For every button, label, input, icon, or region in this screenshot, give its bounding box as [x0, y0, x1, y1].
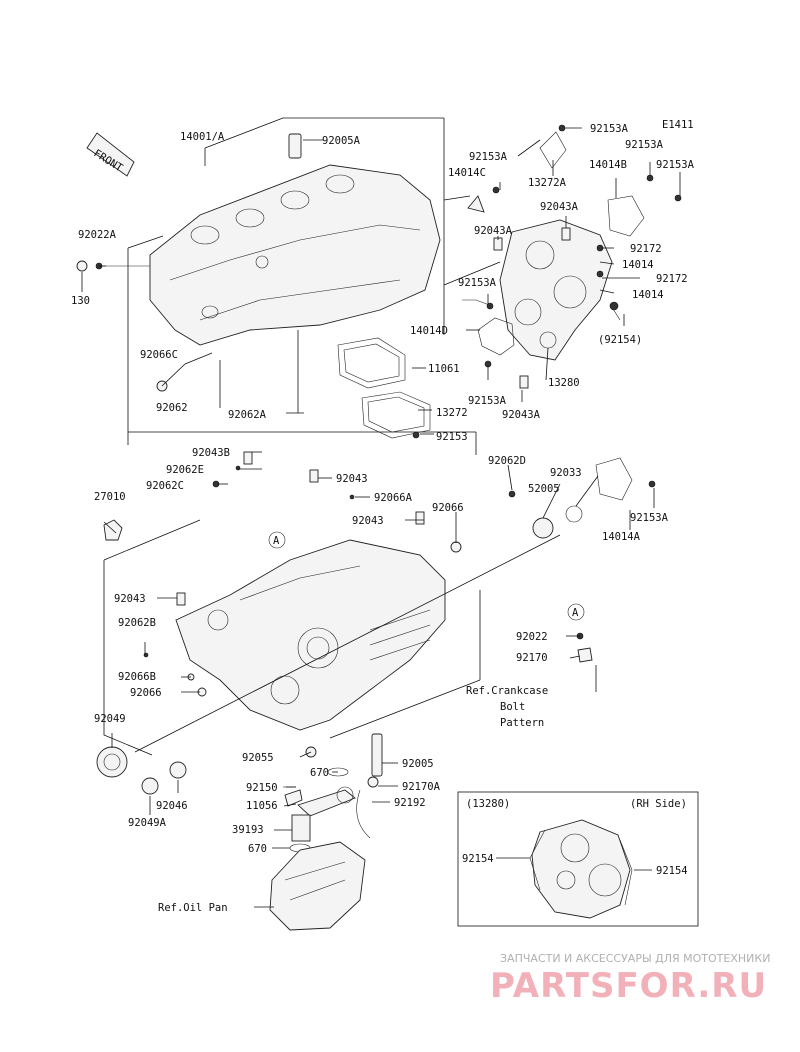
part-label: 11061 [428, 363, 460, 375]
oil-pan [269, 841, 366, 931]
lower-crankcase-group [96, 432, 656, 795]
part-label: 92062D [488, 455, 526, 467]
part-label: 92153A [590, 123, 629, 135]
crankcase-bolt-note: Ref.Crankcase [466, 685, 548, 697]
part-label: 92049A [128, 817, 167, 829]
cylinder-bore-1 [190, 225, 220, 245]
diagram-ref-code: E1411 [662, 119, 694, 131]
part-label: 27010 [94, 491, 126, 503]
part-label: 92022A [78, 229, 117, 241]
part-label: 92170 [516, 652, 548, 664]
part-label: 14014B [589, 159, 627, 171]
part-label: 92172 [630, 243, 662, 255]
part-label: 92154 [656, 865, 688, 877]
part-label: 11056 [246, 800, 278, 812]
part-label: 52005 [528, 483, 560, 495]
upper-crankcase [149, 164, 441, 346]
part-label: 92153A [656, 159, 695, 171]
part-label: 92043A [502, 409, 541, 421]
crankcase-bolt-note: Pattern [500, 717, 544, 729]
callout-a-marker: A [273, 535, 280, 547]
inset-rh-side [457, 791, 699, 927]
oil-screen-gasket-group [337, 337, 431, 439]
cylinder-bore-3 [280, 190, 310, 210]
part-label: 92192 [394, 797, 426, 809]
part-label: 92172 [656, 273, 688, 285]
part-label: 92043 [114, 593, 146, 605]
oil-pipe-group [269, 733, 383, 931]
inset-title-right: (RH Side) [630, 798, 687, 810]
part-label: 14014D [410, 325, 448, 337]
part-label: 92153A [625, 139, 664, 151]
part-label: 92170A [402, 781, 441, 793]
part-label: 130 [71, 295, 90, 307]
part-label: 92066A [374, 492, 413, 504]
part-label: 92005A [322, 135, 361, 147]
part-label: 92150 [246, 782, 278, 794]
part-label: 14014 [622, 259, 654, 271]
part-label: 92022 [516, 631, 548, 643]
upper-crankcase-group [76, 117, 476, 433]
part-label: 14014 [632, 289, 664, 301]
part-label: 92066C [140, 349, 178, 361]
part-label: 92043B [192, 447, 230, 459]
part-label: (92154) [598, 334, 642, 346]
watermark-logo: PARTSFOR.RU [490, 966, 767, 1006]
part-label: 14001/A [180, 131, 225, 143]
part-label: 92062A [228, 409, 267, 421]
part-label: 92153A [630, 512, 669, 524]
part-label: 92066 [432, 502, 464, 514]
cylinder-bore-4 [325, 174, 355, 194]
oil-pan-note: Ref.Oil Pan [158, 902, 228, 914]
part-label: 14014A [602, 531, 641, 543]
part-label: 670 [248, 843, 267, 855]
part-label: 92062 [156, 402, 188, 414]
part-label: 92153 [436, 431, 468, 443]
part-label: 92062C [146, 480, 184, 492]
part-label: 92055 [242, 752, 274, 764]
part-label: 92005 [402, 758, 434, 770]
crankcase-bolt-note: Bolt [500, 701, 525, 713]
part-label: 92154 [462, 853, 494, 865]
part-label: 92153A [458, 277, 497, 289]
leader-lines [81, 127, 681, 908]
part-label: 92066B [118, 671, 156, 683]
part-label: 92043A [474, 225, 513, 237]
part-label: 13272 [436, 407, 468, 419]
part-label: 13280 [548, 377, 580, 389]
cylinder-bore-2 [235, 208, 265, 228]
part-label: 92066 [130, 687, 162, 699]
part-label: 92153A [468, 395, 507, 407]
part-labels: 14001/A 92005A 92022A 130 92066C 92062 9… [71, 123, 695, 877]
watermark-tagline: ЗАПЧАСТИ И АКСЕССУАРЫ ДЛЯ МОТОТЕХНИКИ [500, 952, 770, 965]
lower-crankcase [175, 539, 446, 731]
part-label: 670 [310, 767, 329, 779]
part-label: 92062E [166, 464, 204, 476]
part-label: 92043A [540, 201, 579, 213]
part-label: 39193 [232, 824, 264, 836]
part-label: 13272A [528, 177, 567, 189]
part-label: 14014C [448, 167, 486, 179]
part-label: 92043 [352, 515, 384, 527]
part-label: 92033 [550, 467, 582, 479]
part-label: 92043 [336, 473, 368, 485]
part-label: 92062B [118, 617, 156, 629]
inset-title-left: (13280) [466, 798, 510, 810]
right-cover-group [443, 124, 682, 389]
callout-a-marker: A [572, 607, 579, 619]
part-label: 92049 [94, 713, 126, 725]
part-label: 92046 [156, 800, 188, 812]
part-label: 92153A [469, 151, 508, 163]
front-arrow-icon: FRONT [86, 132, 135, 177]
